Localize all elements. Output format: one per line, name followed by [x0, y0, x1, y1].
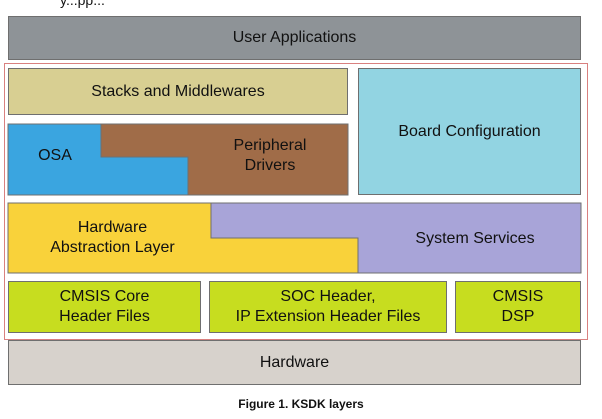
cmsis-dsp-label: CMSIS DSP [492, 288, 544, 325]
board-configuration-label: Board Configuration [398, 122, 541, 140]
stacks-middlewares-layer: Stacks and Middlewares [8, 68, 348, 115]
board-configuration-layer: Board Configuration [358, 68, 581, 195]
cmsis-core-layer: CMSIS Core Header Files [8, 281, 201, 333]
hardware-layer: Hardware [8, 340, 581, 385]
ksdk-frame [4, 63, 588, 340]
stacks-middlewares-label: Stacks and Middlewares [91, 82, 265, 100]
hardware-label: Hardware [259, 353, 330, 371]
user-applications-label: User Applications [232, 29, 357, 46]
peripheral-drivers-shape [100, 123, 349, 196]
soc-header-layer: SOC Header, IP Extension Header Files [209, 281, 447, 333]
cmsis-core-label: CMSIS Core Header Files [59, 288, 150, 325]
osa-label: OSA [38, 147, 72, 164]
top-clipped-text: y...pp... [60, 0, 105, 8]
peripheral-drivers-label: Peripheral Drivers [233, 137, 307, 174]
system-services-label: System Services [415, 230, 535, 247]
cmsis-dsp-layer: CMSIS DSP [455, 281, 581, 333]
system-services-shape [210, 202, 582, 274]
hal-label: Hardware Abstraction Layer [50, 219, 175, 256]
soc-header-label: SOC Header, IP Extension Header Files [235, 288, 421, 325]
figure-caption: Figure 1. KSDK layers [238, 397, 364, 411]
user-applications-layer: User Applications [8, 16, 581, 60]
